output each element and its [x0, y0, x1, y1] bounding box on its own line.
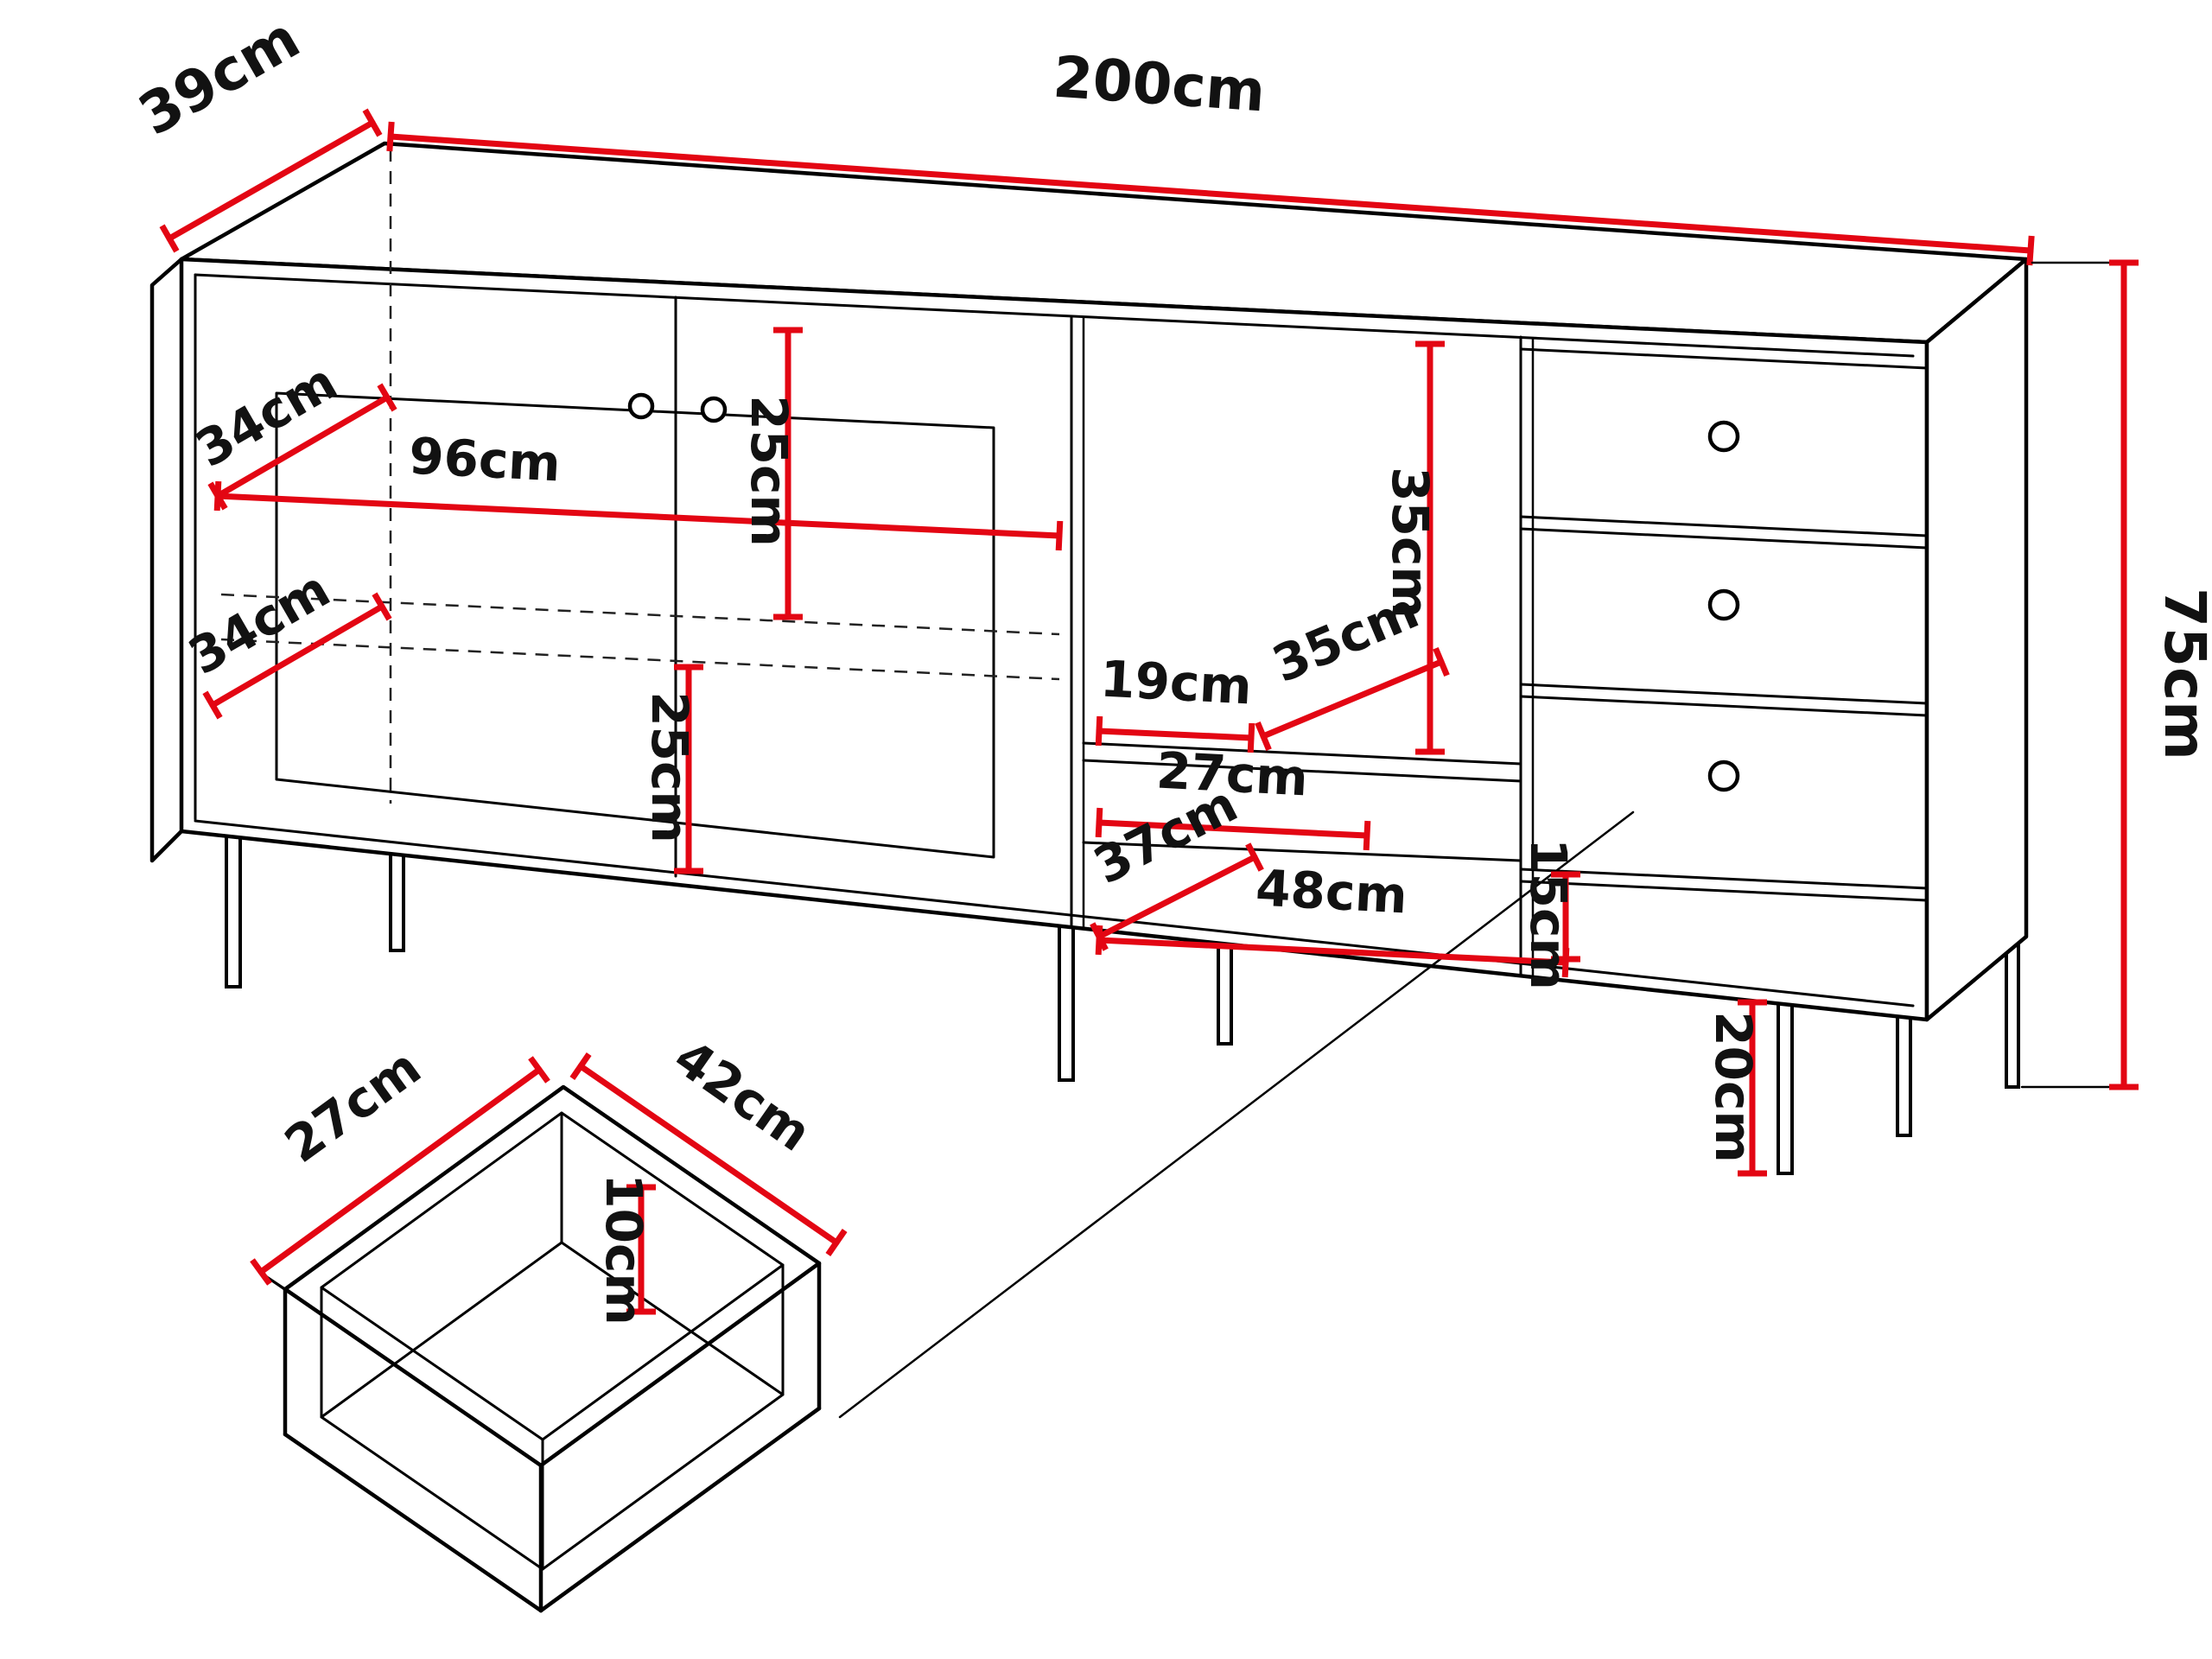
dim-left-upper-compartment-height-label: 25cm: [740, 395, 798, 547]
dim-overall-height: 75cm: [2020, 259, 2212, 1090]
dim-left-interior-width-line: [213, 480, 1064, 551]
drawer-detail: [263, 1084, 822, 1613]
cabinet-front-face: [179, 257, 1929, 1022]
middle-shelf-a-thickness: [1082, 759, 1522, 783]
drawer-bottom-rail-inner: [1519, 880, 1929, 902]
dim-left-shelf-depth-upper-line: [207, 383, 397, 511]
dim-left-interior-width-label: 96cm: [408, 426, 563, 493]
drawer-gap-1b: [1519, 527, 1929, 550]
drawer-section: [1519, 347, 1929, 902]
drawer-outer-walls: [283, 1261, 822, 1613]
leg-front-right: [1777, 999, 1794, 1175]
dim-middle-shelf-front-width-label: 19cm: [1099, 649, 1254, 715]
dim-middle-compartment-width: 27cm: [1095, 741, 1371, 851]
drawer-floor: [320, 1241, 785, 1571]
inner-bottom-edge: [194, 819, 1915, 1007]
drawer-inner-rim: [320, 1111, 785, 1441]
dim-left-interior-width: 96cm: [213, 426, 1064, 551]
door-knob-left: [627, 392, 655, 420]
dim-bottom-niche-width-line: [1095, 925, 1570, 978]
dim-leg-height: 20cm: [1704, 999, 1767, 1177]
drawer-knob-2: [1707, 588, 1740, 621]
dim-overall-height-label: 75cm: [2152, 588, 2212, 760]
drawer-knob-3: [1707, 760, 1740, 792]
dim-middle-upper-compartment-height-label: 35cm: [1381, 467, 1440, 619]
drawer-outer-rim: [283, 1084, 822, 1468]
dim-left-upper-compartment-height: 25cm: [740, 327, 803, 620]
dim-bottom-niche-width: 48cm: [1095, 858, 1570, 978]
leg-front-left: [225, 828, 242, 988]
detail-pointer-line: [838, 810, 1635, 1419]
drawer-knob-1: [1707, 420, 1740, 453]
cabinet-body: [149, 141, 2029, 1022]
dim-left-lower-compartment-height-label: 25cm: [640, 691, 699, 843]
drawer-gap-2b: [1519, 695, 1929, 717]
dim-bottom-niche-depth-line: [1090, 842, 1264, 951]
dim-drawer-inner-depth-line: [250, 1056, 550, 1286]
dim-leg-height-label: 20cm: [1704, 1011, 1763, 1163]
dim-drawer-inner-width-line: [569, 1052, 848, 1256]
dim-overall-width-line: [386, 121, 2035, 266]
dim-overall-width-label: 200cm: [1051, 44, 1267, 125]
door-knob-right: [700, 396, 728, 423]
drawer-gap-1a: [1519, 515, 1929, 537]
dim-middle-shelf-front-width: 19cm: [1095, 649, 1255, 753]
dim-drawer-inner-height-label: 10cm: [594, 1173, 653, 1325]
dim-middle-compartment-width-line: [1095, 807, 1371, 851]
drawer-gap-2a: [1519, 683, 1929, 705]
dim-middle-shelf-depth-line: [1255, 646, 1450, 752]
leg-rear-right: [2005, 937, 2020, 1089]
dim-middle-compartment-width-label: 27cm: [1155, 741, 1310, 807]
dim-drawer-inner-depth-label: 27cm: [274, 1038, 431, 1174]
cabinet-left-edge-panel: [149, 257, 184, 863]
dim-bottom-niche-height-label: 15cm: [1519, 838, 1578, 990]
dim-left-lower-compartment-height: 25cm: [640, 664, 703, 874]
dim-overall-width: 200cm: [386, 44, 2035, 266]
dim-middle-shelf-front-width-line: [1095, 715, 1255, 753]
dim-drawer-inner-depth: 27cm: [250, 1038, 550, 1286]
cabinet-right-face: [1924, 257, 2029, 1022]
inner-top-edge: [194, 273, 1915, 358]
dim-overall-depth-label: 39cm: [128, 4, 310, 149]
drawer-top-edge: [1519, 347, 1929, 370]
drawer-front-lip: [263, 1274, 543, 1467]
dim-drawer-inner-height: 10cm: [594, 1173, 656, 1325]
dim-overall-depth-line: [159, 108, 383, 253]
drawer-bottom-rail: [1519, 868, 1929, 890]
leg-front-middle: [1058, 921, 1075, 1082]
dim-bottom-niche-width-label: 48cm: [1255, 858, 1409, 925]
dim-bottom-niche-height: 15cm: [1519, 838, 1580, 990]
dim-left-shelf-depth-lower-line: [202, 592, 392, 720]
